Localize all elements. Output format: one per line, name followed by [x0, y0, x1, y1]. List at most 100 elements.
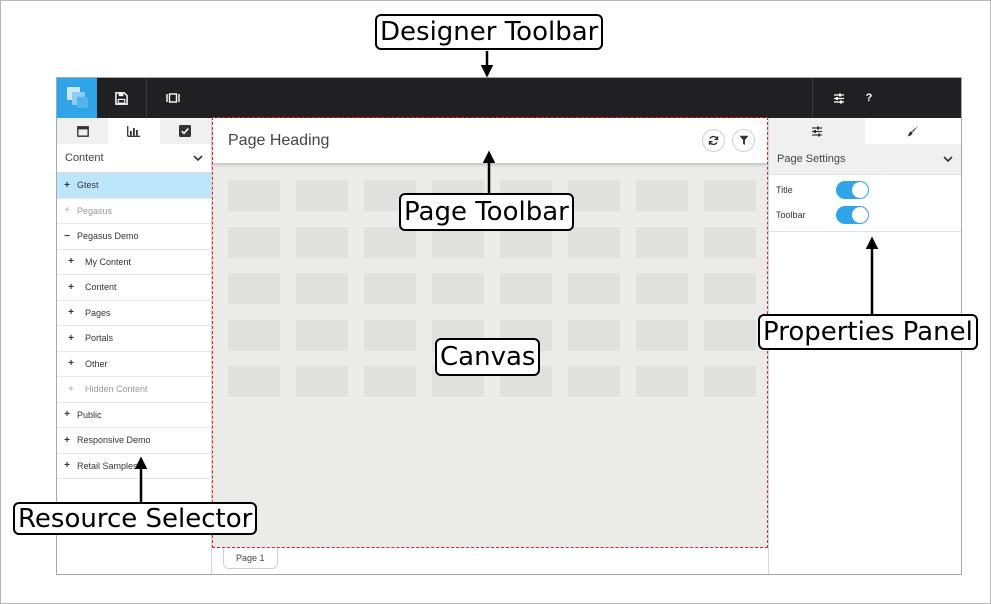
- tree-item-content[interactable]: + Content: [57, 275, 211, 301]
- expand-icon[interactable]: +: [68, 358, 74, 370]
- prop-title-label: Title: [776, 184, 793, 195]
- tree-item-label: Responsive Demo: [77, 435, 151, 446]
- grid-cell: [296, 226, 348, 258]
- grid-cell: [704, 180, 756, 211]
- tree-item-retail-samples[interactable]: + Retail Samples: [57, 454, 211, 479]
- sliders-icon: [812, 126, 822, 136]
- designer-toolbar: ?: [57, 78, 961, 574]
- tree-item-gtest[interactable]: + Gtest: [57, 173, 211, 199]
- tree-item-pegasus[interactable]: + Pegasus: [57, 199, 211, 224]
- divider: [769, 231, 961, 232]
- sliders-icon: [834, 93, 844, 103]
- checkbox-icon: [179, 125, 192, 137]
- grid-cell: [636, 180, 688, 211]
- tab-pages[interactable]: [57, 118, 108, 144]
- refresh-button[interactable]: [702, 129, 725, 152]
- grid-cell: [364, 319, 416, 351]
- grid-cell: [228, 366, 280, 397]
- expand-icon[interactable]: +: [64, 460, 70, 472]
- title-toggle[interactable]: [836, 180, 869, 199]
- toolbar-separator: [812, 78, 813, 118]
- grid-cell: [228, 226, 280, 258]
- expand-icon[interactable]: +: [64, 205, 70, 217]
- expand-icon[interactable]: +: [64, 409, 70, 421]
- chevron-down-icon: [193, 154, 203, 161]
- tree-item-label: Pages: [85, 307, 111, 318]
- grid-cell: [568, 273, 620, 304]
- expand-icon[interactable]: +: [68, 383, 74, 395]
- content-section-header[interactable]: Content: [57, 144, 211, 173]
- expand-icon[interactable]: +: [68, 307, 74, 319]
- grid-cell: [364, 226, 416, 258]
- tab-properties[interactable]: [769, 118, 865, 144]
- page-tabs-bar: Page 1: [213, 548, 767, 574]
- page-toolbar: Page Heading: [213, 118, 767, 163]
- save-button[interactable]: [97, 78, 147, 118]
- prop-toolbar-row: Toolbar: [769, 202, 961, 227]
- grid-cell: [296, 319, 348, 351]
- tree-item-label: Retail Samples: [77, 460, 138, 471]
- grid-cell: [568, 226, 620, 258]
- tree-item-pages[interactable]: + Pages: [57, 301, 211, 326]
- help-button[interactable]: ?: [865, 92, 873, 104]
- expand-icon[interactable]: +: [64, 179, 70, 191]
- grid-cell: [500, 226, 552, 258]
- collapse-icon[interactable]: −: [64, 230, 70, 242]
- grid-cell: [228, 273, 280, 304]
- grid-cell: [636, 319, 688, 351]
- grid-cell: [228, 180, 280, 211]
- tree-item-other[interactable]: + Other: [57, 352, 211, 377]
- grid-cell: [568, 180, 620, 211]
- expand-icon[interactable]: +: [64, 434, 70, 446]
- tab-style[interactable]: [865, 118, 961, 144]
- tree-item-label: Other: [85, 358, 108, 369]
- expand-icon[interactable]: +: [68, 256, 74, 268]
- grid-cell: [228, 319, 280, 351]
- tree-item-responsive-demo[interactable]: + Responsive Demo: [57, 428, 211, 454]
- save-icon: [115, 91, 128, 105]
- tree-item-label: Pegasus: [77, 205, 113, 216]
- grid-cell: [704, 319, 756, 351]
- brush-icon: [907, 125, 919, 137]
- tree-item-my-content[interactable]: + My Content: [57, 250, 211, 275]
- grid-cell: [568, 319, 620, 351]
- refresh-icon: [708, 135, 719, 146]
- grid-cell: [704, 273, 756, 304]
- grid-cell: [296, 366, 348, 397]
- tree-item-portals[interactable]: + Portals: [57, 326, 211, 352]
- grid-cell: [636, 366, 688, 397]
- callout-designer-toolbar: Designer Toolbar: [375, 14, 604, 50]
- tree-item-hidden-content[interactable]: + Hidden Content: [57, 377, 211, 403]
- tab-page-1[interactable]: Page 1: [223, 548, 278, 569]
- toolbar-toggle[interactable]: [836, 205, 869, 224]
- tree-item-label: Hidden Content: [85, 384, 148, 395]
- prop-toolbar-label: Toolbar: [776, 209, 806, 220]
- grid-cell: [636, 226, 688, 258]
- settings-button[interactable]: [824, 78, 854, 118]
- grid-cell: [296, 180, 348, 211]
- expand-icon[interactable]: +: [68, 332, 74, 344]
- layout-button[interactable]: [148, 78, 198, 118]
- layout-icon: [166, 93, 180, 103]
- tab-tasks[interactable]: [160, 118, 211, 144]
- callout-resource-selector: Resource Selector: [13, 502, 258, 535]
- grid-cell: [364, 366, 416, 397]
- grid-cell: [568, 366, 620, 397]
- tree-item-label: My Content: [85, 256, 132, 267]
- callout-page-toolbar: Page Toolbar: [399, 193, 574, 231]
- page-settings-header[interactable]: Page Settings: [769, 144, 961, 175]
- resource-selector: Content + Gtest + Pegasus − Pegasus Demo…: [57, 118, 212, 574]
- tab-charts[interactable]: [108, 118, 160, 144]
- grid-cell: [364, 273, 416, 304]
- page-heading[interactable]: Page Heading: [228, 132, 330, 149]
- window-icon: [76, 125, 89, 137]
- grid-cell: [636, 273, 688, 304]
- grid-cell: [500, 273, 552, 304]
- tree-item-public[interactable]: + Public: [57, 403, 211, 428]
- app-logo-icon[interactable]: [57, 78, 97, 118]
- tree-item-pegasus-demo[interactable]: − Pegasus Demo: [57, 224, 211, 250]
- filter-button[interactable]: [732, 129, 755, 152]
- resource-tree: + Gtest + Pegasus − Pegasus Demo + My Co…: [57, 173, 211, 479]
- expand-icon[interactable]: +: [68, 281, 74, 293]
- prop-title-row: Title: [769, 177, 961, 202]
